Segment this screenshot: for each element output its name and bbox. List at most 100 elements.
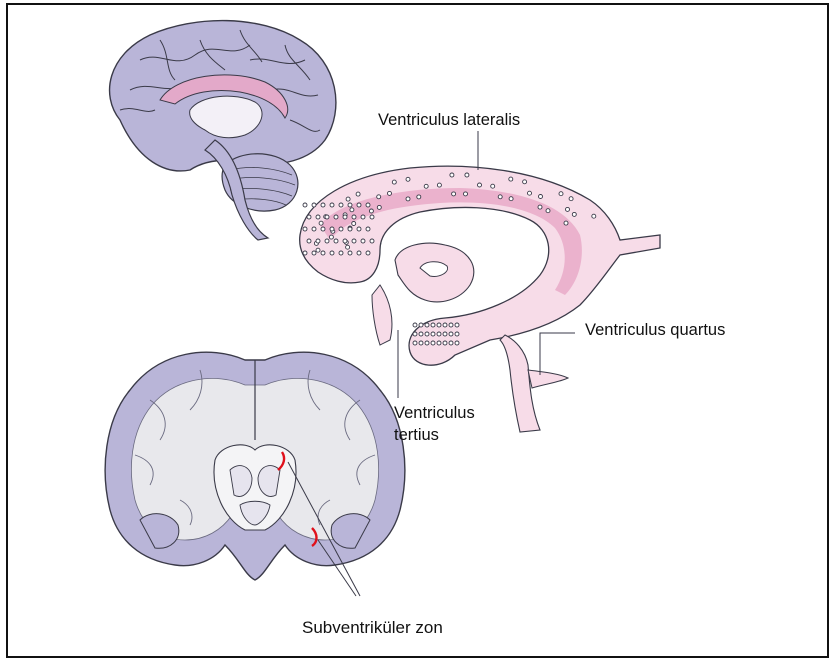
svz-cell-dot (356, 192, 360, 196)
svz-cell-dot (449, 341, 453, 345)
svz-cell-dot (437, 183, 441, 187)
svz-cell-dot (478, 183, 482, 187)
svz-cell-dot (546, 209, 550, 213)
svz-cell-dot (303, 227, 307, 231)
svz-cell-dot (319, 221, 323, 225)
svz-cell-dot (303, 251, 307, 255)
svz-cell-dot (413, 332, 417, 336)
svz-cell-dot (334, 215, 338, 219)
label-ventriculus-lateralis: Ventriculus lateralis (378, 109, 520, 131)
svz-cell-dot (419, 341, 423, 345)
svz-cell-dot (339, 227, 343, 231)
svz-cell-dot (348, 203, 352, 207)
svz-cell-dot (572, 212, 576, 216)
svz-cell-dot (361, 215, 365, 219)
svz-cell-dot (370, 215, 374, 219)
svz-cell-dot (343, 239, 347, 243)
svz-cell-dot (443, 341, 447, 345)
svz-cell-dot (330, 227, 334, 231)
svz-cell-dot (330, 203, 334, 207)
svz-cell-dot (449, 332, 453, 336)
svz-cell-dot (330, 251, 334, 255)
svz-cell-dot (369, 209, 373, 213)
svz-cell-dot (455, 341, 459, 345)
svz-cell-dot (357, 227, 361, 231)
svz-cell-dot (455, 332, 459, 336)
svz-cell-dot (321, 227, 325, 231)
svz-cell-dot (569, 197, 573, 201)
svz-cell-dot (350, 208, 354, 212)
svz-cell-dot (346, 197, 350, 201)
svz-cell-dot (339, 251, 343, 255)
svz-cell-dot (425, 341, 429, 345)
svz-cell-dot (366, 251, 370, 255)
svz-cell-dot (538, 205, 542, 209)
svz-cell-dot (321, 203, 325, 207)
svz-cell-dot (437, 323, 441, 327)
svz-cell-dot (325, 215, 329, 219)
label-ventriculus-tertius-line1: Ventriculus (394, 402, 475, 424)
sagittal-brain (110, 21, 336, 240)
svz-cell-dot (528, 191, 532, 195)
third-ventricle-stem (372, 285, 392, 345)
svz-cell-dot (498, 195, 502, 199)
svz-cell-dot (370, 239, 374, 243)
svz-cell-dot (357, 251, 361, 255)
svz-cell-dot (352, 215, 356, 219)
svz-cell-dot (303, 203, 307, 207)
svz-cell-dot (425, 332, 429, 336)
svz-cell-dot (388, 191, 392, 195)
svz-cell-dot (424, 184, 428, 188)
svz-cell-dot (329, 235, 333, 239)
svz-cell-dot (564, 221, 568, 225)
svz-cell-dot (316, 215, 320, 219)
svz-cell-dot (316, 248, 320, 252)
svz-cell-dot (392, 180, 396, 184)
svz-cell-dot (316, 239, 320, 243)
svz-cell-dot (437, 332, 441, 336)
quartus-leader (540, 333, 575, 375)
svz-cell-dot (334, 239, 338, 243)
svz-cell-dot (312, 251, 316, 255)
svz-cell-dot (417, 195, 421, 199)
svz-cell-dot (325, 239, 329, 243)
svz-cell-dot (357, 203, 361, 207)
svz-cell-dot (307, 215, 311, 219)
svz-cell-dot (491, 184, 495, 188)
svz-cell-dot (509, 197, 513, 201)
svz-cell-dot (366, 203, 370, 207)
svz-cell-dot (437, 341, 441, 345)
svz-cell-dot (431, 341, 435, 345)
label-ventriculus-quartus: Ventriculus quartus (585, 319, 725, 341)
svz-cell-dot (312, 203, 316, 207)
label-ventriculus-tertius-line2: tertius (394, 424, 475, 446)
svz-cell-dot (431, 332, 435, 336)
svz-cell-dot (413, 323, 417, 327)
svz-cell-dot (425, 323, 429, 327)
svz-cell-dot (339, 203, 343, 207)
svz-cell-dot (443, 323, 447, 327)
svz-cell-dot (413, 341, 417, 345)
svz-cell-dot (419, 332, 423, 336)
svz-cell-dot (465, 173, 469, 177)
label-subventricular-zone: Subventriküler zon (302, 617, 443, 639)
svz-cell-dot (566, 207, 570, 211)
svz-cell-dot (443, 332, 447, 336)
svz-cell-dot (377, 205, 381, 209)
svz-cell-dot (361, 239, 365, 243)
svz-cell-dot (366, 227, 370, 231)
svz-cell-dot (352, 239, 356, 243)
svz-cell-dot (449, 323, 453, 327)
svz-cell-dot (592, 214, 596, 218)
svz-cell-dot (352, 222, 356, 226)
svz-cell-dot (346, 245, 350, 249)
svz-cell-dot (523, 180, 527, 184)
svz-cell-dot (509, 177, 513, 181)
svz-cell-dot (377, 195, 381, 199)
svz-cell-dot (539, 195, 543, 199)
svz-cell-dot (559, 192, 563, 196)
svz-cell-dot (406, 177, 410, 181)
svz-cell-dot (450, 173, 454, 177)
svz-cell-dot (464, 192, 468, 196)
svz-cell-dot (321, 251, 325, 255)
